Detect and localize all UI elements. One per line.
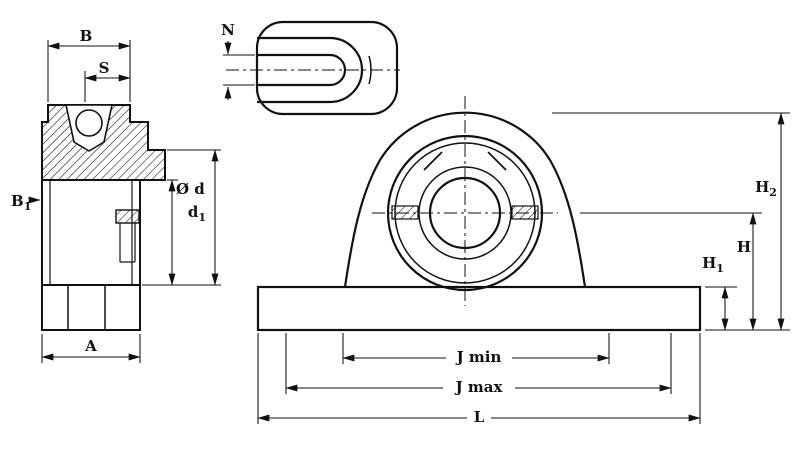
side-section-view [41,104,166,331]
set-screw-section [115,209,140,224]
cap-outline [255,20,399,116]
dim-label-phi-d: Ø d [176,180,205,198]
dim-label-B1: B1 [11,192,31,213]
race-groove-left [423,151,443,171]
label-mask [443,379,515,395]
side-view-dimensions: B S B1 Ø d d1 A [11,27,221,363]
dim-label-A: A [84,337,97,355]
label-mask [467,409,491,425]
slot-inner-profile [257,53,347,87]
dim-label-B: B [80,27,93,45]
base-plate [256,285,702,332]
locking-collar [41,284,141,331]
dim-label-Jmax: J max [454,378,504,396]
dim-label-H: H [737,238,751,256]
front-view-dimensions: H2 H H1 J min J max L [257,112,790,426]
shaft-bore [428,176,502,250]
dim-label-S: S [99,59,110,77]
front-view [256,96,702,332]
housing-dome [343,111,587,288]
top-cap-view: N [221,20,400,116]
dim-label-H1: H1 [702,254,724,275]
dim-label-H2: H2 [755,178,777,199]
dim-label-d1: d1 [188,203,206,224]
label-mask [446,349,512,365]
dim-label-Jmin: J min [455,348,502,366]
dim-label-N: N [221,21,235,39]
shaft-sleeve [41,179,141,286]
slot-outer-profile [257,36,364,104]
bearing-ball [75,109,103,137]
dim-label-L: L [474,408,485,426]
race-groove-right [487,151,507,171]
